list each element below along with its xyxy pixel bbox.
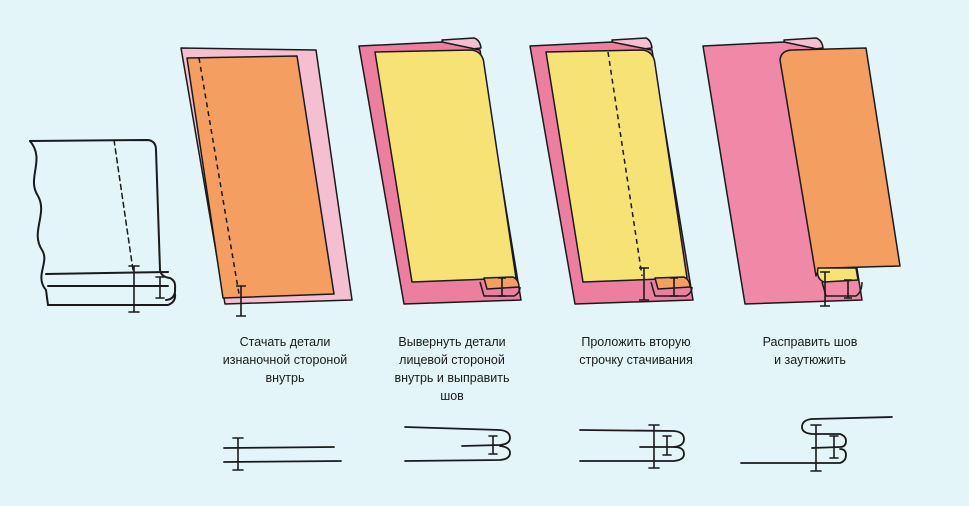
step2-caption: Вывернуть детали лицевой стороной внутрь… (394, 335, 510, 403)
step1-seam-marker (236, 285, 246, 317)
overview-seam-stitch (113, 139, 134, 271)
step2-fold-lines (479, 281, 521, 297)
step3-caption: Проложить вторую строчку стачивания (579, 335, 693, 367)
step4-caption: Расправить шов и заутюжить (762, 335, 858, 367)
step2-seam-marker (498, 277, 506, 297)
step3-seam-marker-inner (670, 277, 678, 297)
overview-fold-line-1 (45, 271, 169, 275)
cross-section-4 (740, 416, 893, 472)
cross-section-1 (223, 437, 342, 471)
step4-seam-marker-inner (844, 279, 852, 299)
step3-fold-lines (650, 281, 693, 297)
step3-seam-marker-outer (639, 267, 649, 301)
overview-seam-marker (128, 265, 165, 313)
step4-fold-lines (821, 281, 863, 297)
overview-wavy-edge (29, 140, 49, 306)
overview-top-layer (29, 139, 177, 301)
step2-front-fabric (374, 49, 517, 283)
overview-illustration (29, 139, 177, 313)
step4-seam-marker-outer (820, 271, 830, 307)
step4-illustration (702, 37, 901, 307)
step1-illustration (180, 47, 353, 317)
step3-seam-stitch (607, 51, 643, 277)
step3-front-fabric (545, 49, 688, 283)
cross-section-2 (404, 426, 511, 462)
step2-illustration (358, 37, 522, 305)
step1-caption: Стачать детали изнаночной стороной внутр… (222, 335, 348, 385)
overview-bottom-line (47, 293, 177, 306)
cross-section-3 (579, 424, 685, 469)
step3-fold-orange (654, 276, 691, 290)
step1-seam-stitch (198, 57, 240, 295)
step1-front-fabric (186, 55, 335, 299)
step3-illustration (529, 37, 694, 305)
